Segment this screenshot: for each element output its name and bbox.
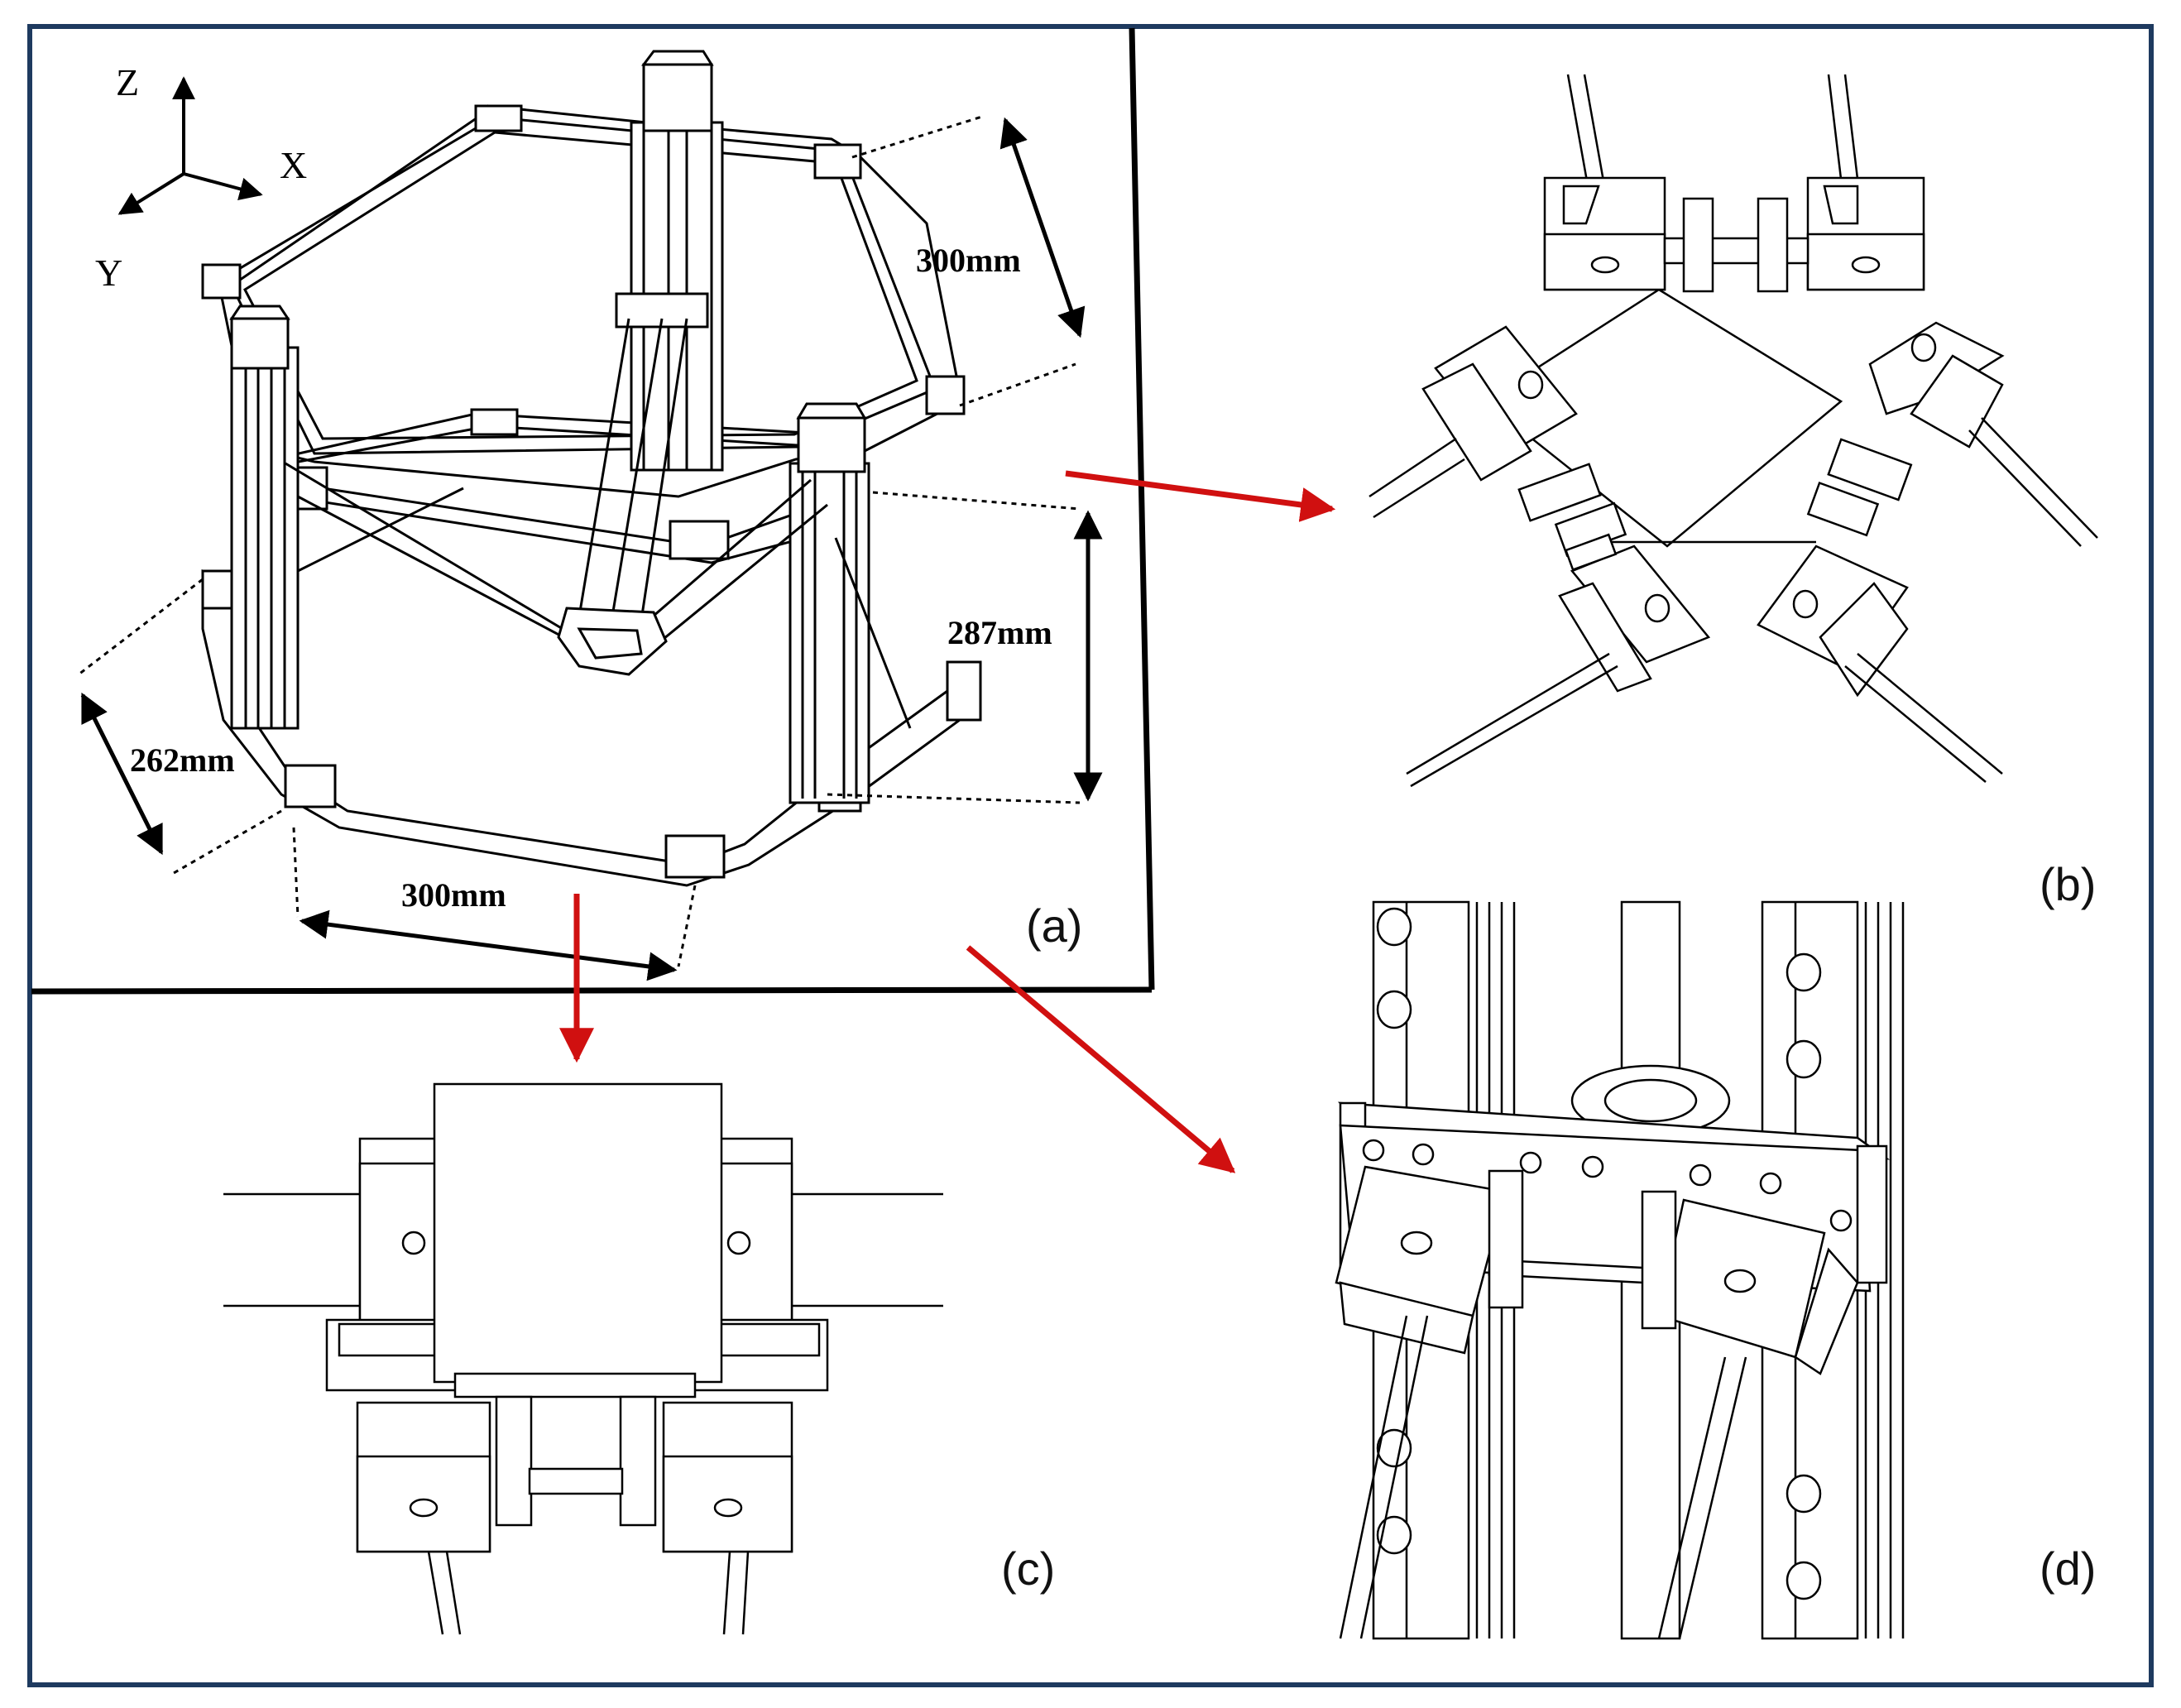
- panel-c-carriage-drawing: [223, 1082, 943, 1635]
- effector-platform: [557, 607, 668, 676]
- right-column: [789, 402, 870, 804]
- dimension-label-left-depth: 262mm: [130, 741, 235, 779]
- panel-a-printer-drawing: [117, 50, 982, 887]
- axis-label-y: Y: [95, 252, 122, 294]
- effector-triangle: [1483, 288, 1843, 548]
- panel-a-frame: [31, 27, 1155, 995]
- delta-arms: [285, 318, 912, 729]
- panel-label-a: (a): [1026, 900, 1082, 952]
- dimension-label-bottom-width: 300mm: [401, 876, 506, 914]
- panel-label-b: (b): [2040, 858, 2096, 910]
- left-column: [229, 305, 300, 730]
- dimension-lines: [78, 114, 1103, 981]
- panel-label-d: (d): [2040, 1542, 2096, 1595]
- dimension-label-top-depth: 300mm: [916, 242, 1021, 279]
- panel-b-effector-drawing: [1369, 74, 2098, 788]
- back-column: [615, 50, 724, 472]
- axis-label-z: Z: [116, 61, 139, 103]
- axis-indicator: [117, 76, 263, 215]
- dimension-label-height: 287mm: [947, 614, 1052, 651]
- axis-label-x: X: [280, 144, 307, 186]
- figure-border: [27, 24, 2154, 1687]
- rail-holes: [1376, 907, 1822, 1600]
- callout-arrows: [559, 470, 1336, 1173]
- carriage-holes: [1362, 1139, 1853, 1232]
- panel-d-carriage-closeup-drawing: [1335, 900, 1905, 1640]
- panel-label-c: (c): [1001, 1542, 1055, 1595]
